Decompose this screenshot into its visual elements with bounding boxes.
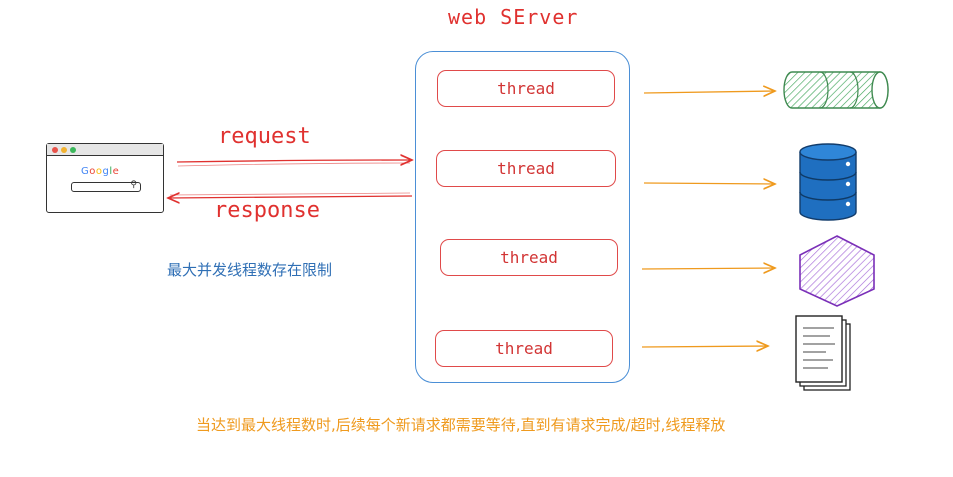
thread-3-arrow (641, 268, 775, 269)
browser-title-bar (47, 144, 163, 156)
browser-window-icon: Google ⚲ (46, 143, 164, 213)
database-icon (799, 143, 857, 221)
request-arrow-shadow (177, 162, 411, 167)
response-label: response (214, 198, 320, 223)
search-icon: ⚲ (130, 180, 137, 190)
footer-note: 当达到最大线程数时,后续每个新请求都需要等待,直到有请求完成/超时,线程释放 (196, 416, 726, 434)
google-logo: Google (81, 166, 120, 177)
web-server-box: thread thread thread thread (415, 51, 630, 383)
thread-1-arrow (643, 91, 775, 93)
request-label: request (218, 124, 311, 149)
response-arrow (168, 196, 413, 198)
thread-box-3: thread (440, 239, 618, 276)
server-title: web SErver (448, 5, 579, 29)
response-arrow-shadow (169, 192, 411, 196)
request-arrow (176, 160, 412, 162)
close-dot (52, 147, 58, 153)
thread-box-1: thread (437, 70, 615, 107)
minimize-dot (61, 147, 67, 153)
search-box: ⚲ (71, 180, 141, 192)
thread-box-2: thread (436, 150, 616, 187)
documents-icon (795, 315, 851, 391)
thread-4-arrow (641, 346, 768, 347)
limit-note: 最大并发线程数存在限制 (167, 261, 333, 279)
hexagon-icon (799, 235, 875, 307)
maximize-dot (70, 147, 76, 153)
queue-cylinder-icon (783, 71, 889, 109)
thread-2-arrow (643, 183, 775, 184)
thread-box-4: thread (435, 330, 613, 367)
